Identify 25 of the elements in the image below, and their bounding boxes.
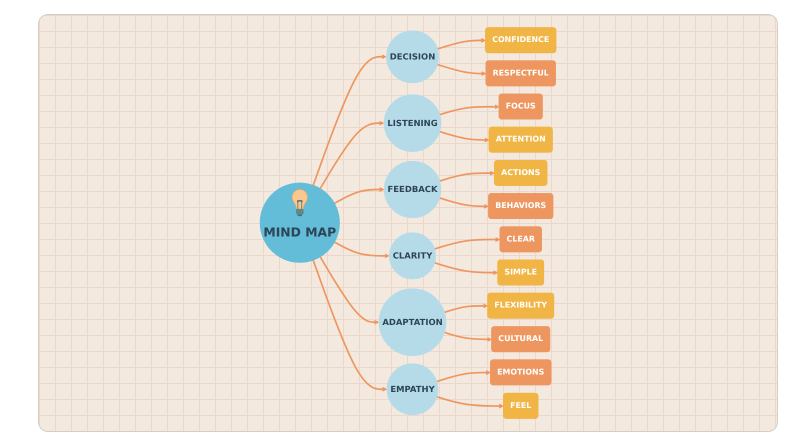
arrow [434,237,500,250]
arrow [434,262,498,276]
arrow [437,64,486,76]
node-circle: DECISION [386,30,439,84]
node-circle: CLARITY [389,232,436,280]
node-circle: ADAPTATION [378,288,446,356]
node-circle: MIND MAP [260,182,340,263]
node-circle: FEEDBACK [384,160,442,218]
arrow [439,197,489,209]
arrow [319,256,380,325]
arrow [444,303,488,314]
arrow [334,241,390,258]
node-circle: LISTENING [384,94,442,152]
node-circle: EMPATHY [386,363,438,416]
arrow [436,370,491,382]
arrow [334,187,384,204]
arrow [436,396,504,409]
arrow [319,120,384,189]
arrow [437,38,486,50]
arrow [444,332,492,342]
arrow [439,170,495,182]
arrow [312,54,387,186]
arrow [440,104,500,116]
arrow [312,260,388,392]
arrow [440,130,490,142]
